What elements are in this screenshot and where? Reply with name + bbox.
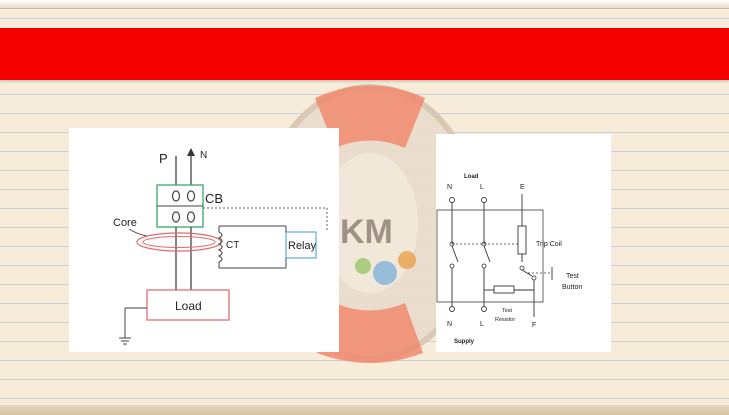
ct-coil-icon (217, 231, 223, 263)
breaker-label: CB (205, 191, 223, 206)
toroidal-core (136, 232, 222, 252)
relay-label: Relay (288, 240, 317, 252)
title-band (0, 28, 729, 80)
trip-coil-symbol (517, 225, 527, 255)
button-label: Button (562, 284, 582, 291)
load-label: Load (175, 299, 202, 313)
bottom-edge-strip (0, 405, 729, 415)
top-l-label: L (480, 184, 484, 191)
rcd-schematic-panel: Load N L E Trip Coil Tes (436, 134, 611, 352)
ct-label: CT (226, 240, 239, 251)
test-resistor-symbol (493, 285, 515, 294)
logo-text: KM (340, 213, 393, 251)
neutral-label: N (200, 150, 207, 161)
core-label: Core (113, 217, 137, 229)
top-n-label: N (447, 184, 452, 191)
trip-coil-label: Trip Coil (536, 241, 562, 248)
supply-label: Supply (454, 339, 475, 345)
bottom-l-label: L (480, 321, 484, 328)
test-resistor-label-2: Resistor (495, 317, 515, 323)
bottom-n-label: N (447, 321, 452, 328)
gear-icon (355, 258, 371, 274)
rcd-schematic-diagram: Load N L E Trip Coil Tes (436, 174, 582, 345)
load-label: Load (464, 174, 479, 180)
gear-icon (398, 251, 416, 269)
test-label: Test (566, 273, 579, 280)
arrow-up-icon (187, 148, 195, 156)
earth-leakage-circuit-diagram: P N CB Core CT Relay (113, 148, 328, 345)
phase-label: P (159, 151, 168, 166)
earth-leakage-diagram-panel: P N CB Core CT Relay (69, 128, 339, 352)
rcd-enclosure (436, 209, 544, 303)
gear-icon (373, 261, 397, 285)
bottom-f-label: F (532, 322, 536, 329)
load-box (146, 289, 230, 321)
test-resistor-label-1: Test (502, 308, 513, 314)
top-edge-strip (0, 0, 729, 9)
top-e-label: E (520, 184, 525, 191)
relay-box (285, 231, 317, 259)
